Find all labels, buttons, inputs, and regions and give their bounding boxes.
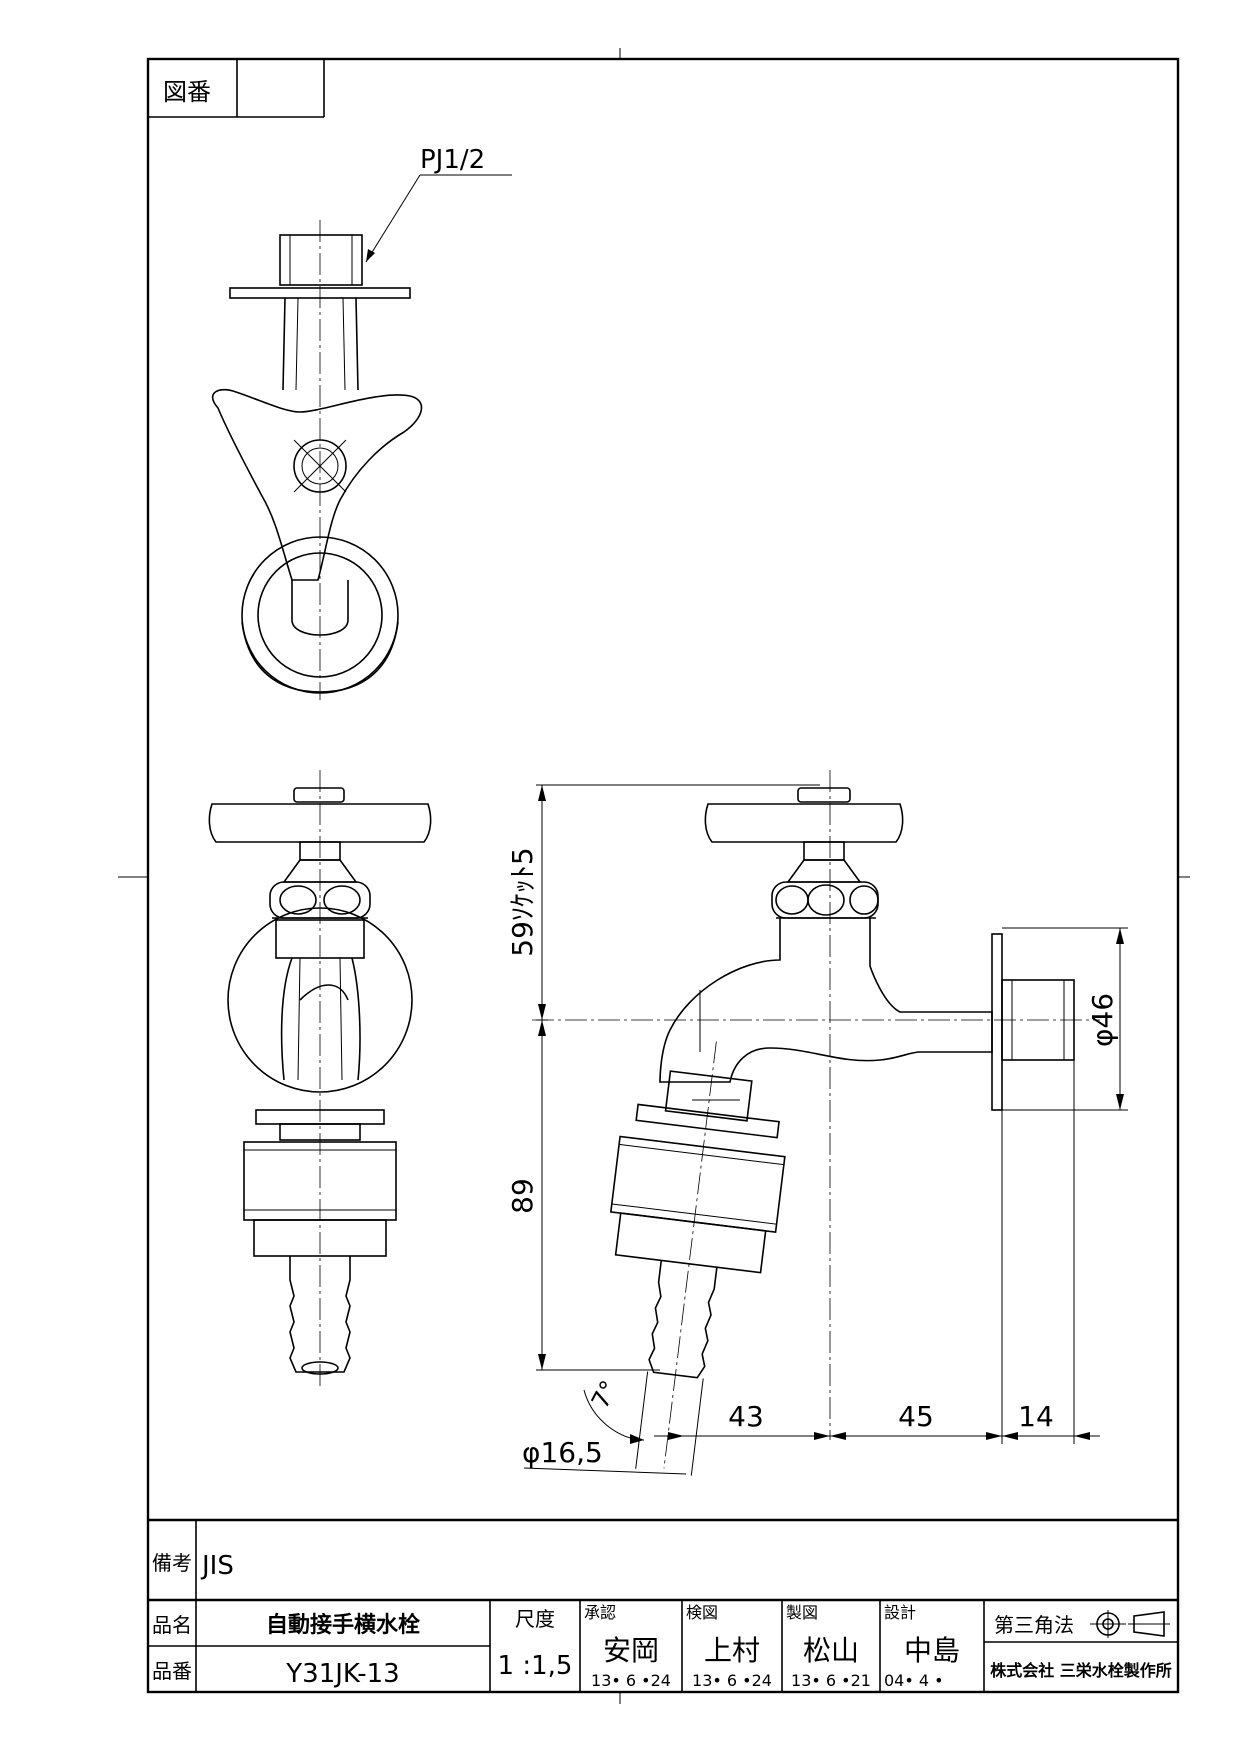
drawing-number-box: 図番 (148, 59, 325, 118)
approval-name-1: 安岡 (603, 1634, 659, 1667)
scale-label: 尺度 (515, 1607, 555, 1631)
dimension-45: 45 (898, 1400, 934, 1433)
front-view (208, 770, 432, 1390)
thread-callout-label: PJ1/2 (420, 145, 485, 175)
drawing-border (146, 57, 1180, 1694)
scale-value: 1 :1,5 (498, 1651, 573, 1681)
title-block: 備考 JIS 品名 自動接手横水栓 品番 Y31JK-13 尺度 1 :1,5 … (148, 1518, 1178, 1692)
product-name-value: 自動接手横水栓 (266, 1612, 420, 1638)
drawing-number-label: 図番 (163, 78, 211, 106)
product-number-value: Y31JK-13 (285, 1659, 399, 1689)
product-name-label: 品名 (152, 1613, 192, 1637)
approval-role-4: 設計 (884, 1603, 916, 1622)
third-angle-projection-icon (1090, 1610, 1170, 1638)
approval-role-3: 製図 (786, 1603, 818, 1622)
approval-name-3: 松山 (803, 1634, 859, 1667)
product-number-label: 品番 (152, 1659, 192, 1683)
approval-name-2: 上村 (704, 1634, 760, 1667)
remarks-value: JIS (200, 1551, 234, 1581)
company-name: 株式会社 三栄水栓製作所 (990, 1661, 1172, 1680)
approval-date-4: 04• 4 • (884, 1671, 944, 1690)
top-view: PJ1/2 (211, 145, 512, 700)
projection-method-label: 第三角法 (994, 1613, 1074, 1637)
dimension-89: 89 (506, 1178, 539, 1214)
side-view: 59ｿｹｯﾄ5 89 φ46 43 45 14 7° φ16,5 (506, 770, 1128, 1476)
dimension-43: 43 (728, 1400, 764, 1433)
approval-date-3: 13• 6 •21 (791, 1671, 871, 1690)
remarks-label: 備考 (152, 1551, 192, 1575)
dimension-dia-46: φ46 (1086, 993, 1119, 1047)
approval-date-2: 13• 6 •24 (692, 1671, 772, 1690)
approval-role-2: 検図 (686, 1603, 718, 1622)
dimension-14: 14 (1018, 1400, 1054, 1433)
dimension-dia-16-5: φ16,5 (522, 1436, 603, 1469)
centering-marks (118, 48, 1190, 1704)
approval-name-4: 中島 (904, 1634, 960, 1667)
approval-date-1: 13• 6 •24 (591, 1671, 671, 1690)
dimension-59-socket5: 59ｿｹｯﾄ5 (506, 847, 539, 956)
approval-role-1: 承認 (584, 1603, 616, 1622)
